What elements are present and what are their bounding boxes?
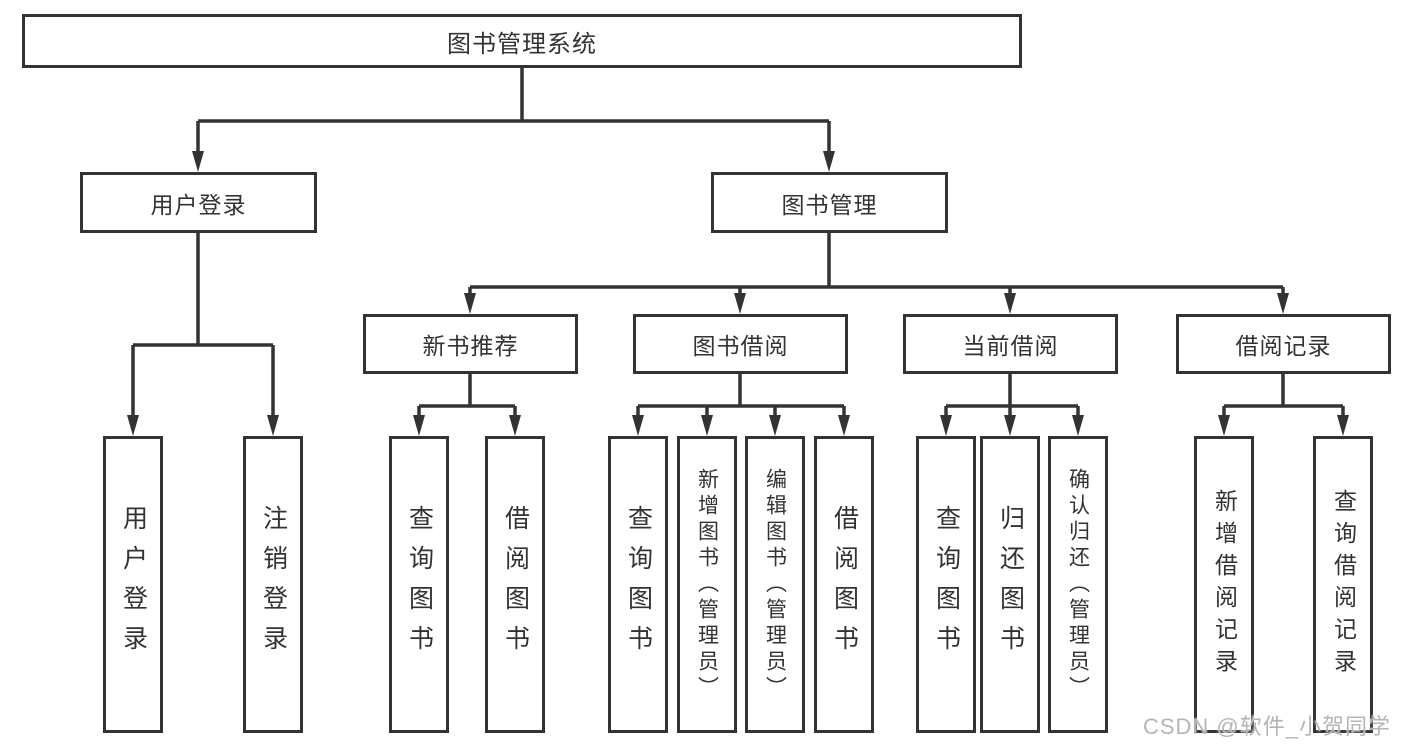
node-leaf-logout: 注销登录 (243, 436, 303, 733)
node-label: 图书借阅 (692, 333, 789, 359)
node-label: 新书推荐 (422, 333, 519, 359)
node-label: 当前借阅 (962, 333, 1059, 359)
node-user-login: 用户登录 (80, 172, 317, 233)
node-leaf-query-books: 查询图书 (916, 436, 976, 733)
node-label: 编辑图书（管理员） (763, 467, 787, 702)
node-leaf-confirm-return-admin: 确认归还（管理员） (1048, 436, 1108, 733)
node-label: 新增图书（管理员） (695, 467, 719, 702)
node-leaf-user-login: 用户登录 (103, 436, 163, 733)
node-leaf-borrow-books: 借阅图书 (485, 436, 545, 733)
node-leaf-borrow-books: 借阅图书 (814, 436, 874, 733)
node-leaf-query-borrow-record: 查询借阅记录 (1313, 436, 1373, 733)
node-leaf-add-borrow-record: 新增借阅记录 (1194, 436, 1254, 733)
node-book-management-system: 图书管理系统 (22, 14, 1022, 68)
node-label: 注销登录 (259, 504, 288, 665)
node-leaf-edit-books-admin: 编辑图书（管理员） (745, 436, 805, 733)
node-book-borrowing: 图书借阅 (633, 314, 848, 374)
node-label: 用户登录 (119, 504, 148, 665)
node-label: 查询借阅记录 (1330, 488, 1357, 681)
node-label: 查询图书 (624, 504, 653, 665)
node-borrowing-records: 借阅记录 (1176, 314, 1391, 374)
node-label: 归还图书 (996, 504, 1025, 665)
node-label: 借阅图书 (830, 504, 859, 665)
node-label: 借阅图书 (501, 504, 530, 665)
node-label: 查询图书 (405, 504, 434, 665)
node-leaf-add-books-admin: 新增图书（管理员） (677, 436, 737, 733)
node-label: 用户登录 (150, 191, 247, 218)
node-label: 确认归还（管理员） (1066, 467, 1090, 702)
node-label: 查询图书 (932, 504, 961, 665)
node-leaf-query-books: 查询图书 (608, 436, 668, 733)
node-book-management: 图书管理 (711, 172, 948, 233)
node-new-book-recommendation: 新书推荐 (363, 314, 578, 374)
node-leaf-query-books: 查询图书 (389, 436, 449, 733)
node-leaf-return-books: 归还图书 (980, 436, 1040, 733)
node-current-borrowing: 当前借阅 (903, 314, 1118, 374)
node-label: 借阅记录 (1235, 333, 1332, 359)
node-label: 图书管理系统 (447, 30, 597, 58)
node-label: 新增借阅记录 (1211, 488, 1238, 681)
node-label: 图书管理 (781, 191, 878, 218)
